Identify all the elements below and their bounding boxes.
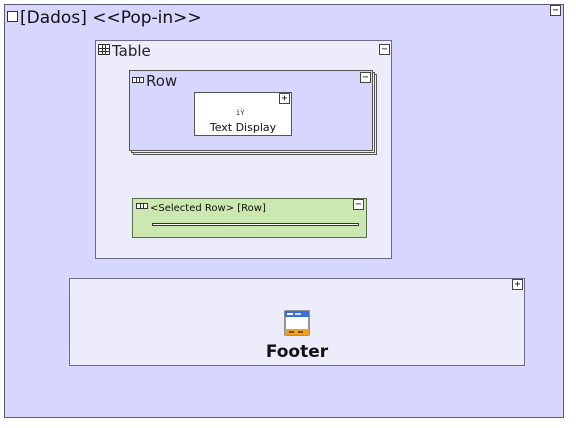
window-icon — [284, 310, 310, 336]
row-collapse-button[interactable]: − — [360, 72, 371, 83]
text-display-label: Text Display — [209, 121, 277, 134]
row-title: Row — [132, 72, 177, 90]
row-title-text: Row — [146, 72, 178, 90]
popin-title-text: [Dados] <<Pop-in>> — [20, 8, 202, 28]
popin-title: [Dados] <<Pop-in>> — [7, 7, 202, 29]
selected-row-title-text: <Selected Row> [Row] — [150, 203, 266, 214]
selected-row-placeholder-bar — [152, 223, 359, 226]
row-icon — [132, 76, 144, 83]
popin-container[interactable]: [Dados] <<Pop-in>> − Table − Row − + ïŸ … — [4, 4, 564, 418]
footer-expand-button[interactable]: + — [512, 279, 523, 290]
table-icon — [98, 44, 110, 55]
text-display-icon: ïŸ — [236, 109, 245, 117]
footer-container[interactable]: + Footer — [69, 278, 525, 366]
popin-collapse-button[interactable]: − — [550, 5, 561, 16]
text-display-element[interactable]: + ïŸ Text Display — [194, 92, 292, 136]
selected-row-container[interactable]: <Selected Row> [Row] − — [132, 198, 367, 238]
row-icon — [136, 203, 148, 209]
table-collapse-button[interactable]: − — [379, 44, 390, 55]
row-container[interactable]: Row − + ïŸ Text Display — [129, 70, 373, 151]
selected-row-title: <Selected Row> [Row] — [136, 202, 266, 216]
table-title-text: Table — [112, 42, 151, 60]
text-display-expand-button[interactable]: + — [279, 93, 290, 104]
table-container[interactable]: Table − Row − + ïŸ Text Display <Selecte… — [95, 40, 392, 259]
footer-label: Footer — [265, 342, 329, 362]
container-icon — [7, 10, 18, 22]
table-title: Table — [98, 43, 151, 60]
selected-row-collapse-button[interactable]: − — [353, 199, 364, 210]
